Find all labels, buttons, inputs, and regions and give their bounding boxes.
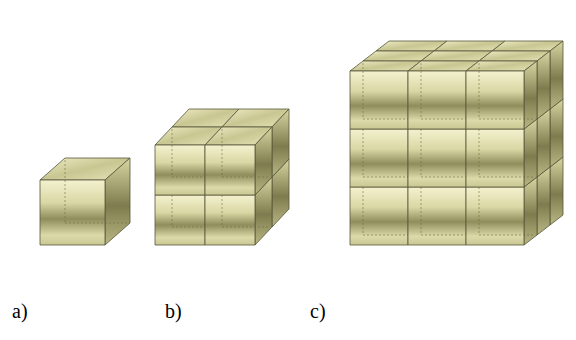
cube-face — [408, 187, 466, 245]
hidden-edge — [222, 227, 270, 228]
cube-face — [255, 127, 272, 195]
hidden-edge — [421, 63, 422, 119]
cube-face — [466, 71, 524, 129]
cube-face — [205, 195, 255, 245]
figure-label: a) — [12, 300, 28, 323]
cube-face — [537, 109, 550, 177]
hidden-edge — [363, 63, 364, 119]
cube-face — [524, 61, 537, 129]
hidden-edge — [65, 160, 66, 223]
cube-face — [408, 71, 466, 129]
cube-face — [550, 99, 563, 167]
cube-face — [350, 129, 408, 187]
hidden-edge — [222, 129, 223, 177]
cube-face — [550, 157, 563, 225]
cube-face — [205, 145, 255, 195]
hidden-edge — [172, 129, 173, 177]
hidden-edge — [479, 63, 480, 119]
cube-face — [105, 158, 130, 245]
hidden-edge — [65, 223, 128, 224]
hidden-edge — [222, 177, 270, 178]
cube-face — [155, 145, 205, 195]
figure-label: b) — [165, 300, 182, 323]
cube-face — [537, 167, 550, 235]
cube-face — [524, 119, 537, 187]
cube-face — [40, 180, 105, 245]
cube-face — [550, 41, 563, 109]
cube-face — [350, 187, 408, 245]
cube-face — [155, 195, 205, 245]
hidden-edge — [479, 235, 535, 236]
cube-face — [537, 51, 550, 119]
figure-label: c) — [310, 300, 326, 323]
hidden-edge — [479, 177, 535, 178]
cube-face — [408, 129, 466, 187]
cube-face — [272, 109, 289, 177]
cube-face — [466, 129, 524, 187]
cube-face — [466, 187, 524, 245]
cube-face — [524, 177, 537, 245]
cube-face — [350, 71, 408, 129]
hidden-edge — [479, 119, 535, 120]
